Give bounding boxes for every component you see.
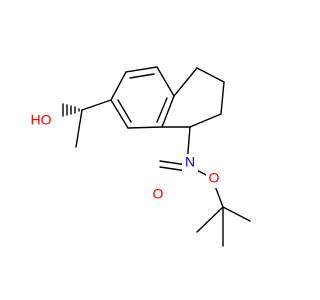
- atom-labels: HO N O O: [26, 110, 222, 204]
- bond-c4-c5: [127, 126, 163, 129]
- bond-quaternary-c-methyl-1: [196, 206, 224, 233]
- hydroxyethyl-group: [62, 99, 112, 148]
- bond-c11-n: [189, 113, 222, 128]
- hydroxyl-label: HO: [31, 112, 52, 128]
- bond-c5-c6: [110, 99, 129, 129]
- bond-c10-c11: [220, 81, 225, 115]
- double-bond-c5-c6-inner: [117, 99, 132, 123]
- bond-chiral-c-methyl: [75, 109, 83, 148]
- bond-c1-c2: [125, 66, 158, 73]
- saturated-ring: [161, 67, 225, 128]
- structure-drawing: HO N O O: [26, 66, 251, 247]
- nitrogen-label: N: [185, 154, 195, 170]
- bond-c6-chiral-c: [81, 99, 112, 111]
- ester-oxygen-label: O: [209, 170, 220, 186]
- double-bond-c3-c4-inner: [156, 97, 168, 123]
- bond-c3-c4: [161, 95, 175, 128]
- double-bond-c1-c2-inner: [129, 73, 155, 79]
- boc-group: [159, 126, 251, 247]
- hashed-wedge-bond: [62, 103, 80, 117]
- carbonyl-oxygen-label: O: [153, 186, 164, 202]
- bond-c3-c9: [173, 67, 198, 97]
- bond-c9-c10: [196, 67, 225, 83]
- benzene-ring: [110, 66, 175, 129]
- bond-c2-c3: [156, 66, 175, 97]
- bond-quaternary-c-methyl-3: [222, 206, 251, 222]
- molecule-canvas: HO N O O: [26, 66, 251, 247]
- bond-c6-c1: [110, 71, 127, 101]
